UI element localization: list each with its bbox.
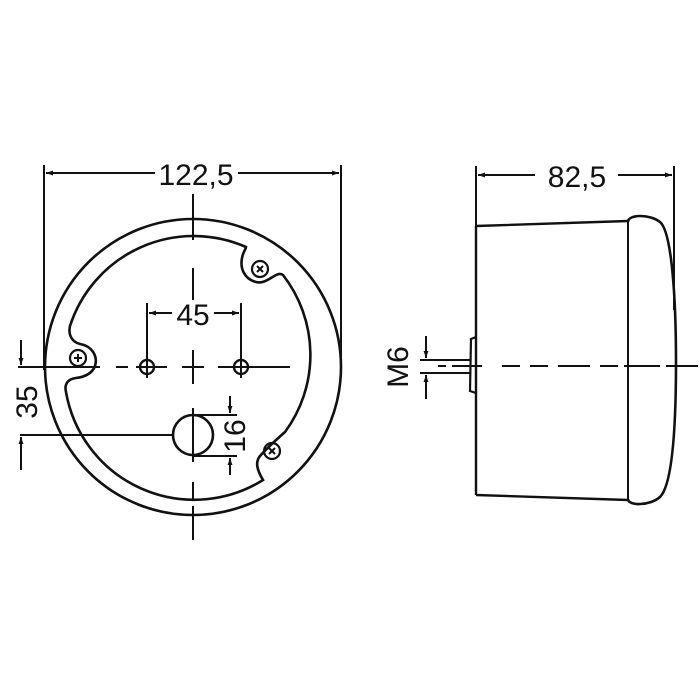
center-hole-dimension: 16 xyxy=(193,396,252,475)
center-hole xyxy=(171,408,215,462)
screw-left xyxy=(68,348,88,368)
hole-spacing-label: 45 xyxy=(176,299,209,332)
vertical-offset-dimension: 35 xyxy=(11,340,173,470)
center-hole-diameter-label: 16 xyxy=(219,419,252,452)
vertical-offset-label: 35 xyxy=(11,385,44,418)
inner-ring-contour xyxy=(64,234,312,502)
side-view: 82,5 M6 xyxy=(382,161,698,506)
overall-diameter-label: 122,5 xyxy=(158,159,233,192)
screw-top-right xyxy=(250,259,270,279)
housing-body-outline xyxy=(474,219,629,502)
screw-bottom-right xyxy=(262,441,282,461)
depth-dimension: 82,5 xyxy=(475,161,675,310)
overall-diameter-dimension: 122,5 xyxy=(43,159,342,370)
depth-label: 82,5 xyxy=(548,161,606,194)
thread-dimension: M6 xyxy=(382,336,430,399)
small-hole-right xyxy=(232,358,250,378)
lens-dome xyxy=(626,214,678,506)
small-hole-left xyxy=(138,358,156,378)
front-view: 122,5 xyxy=(11,159,343,540)
hole-spacing-dimension: 45 xyxy=(146,299,242,358)
thread-label: M6 xyxy=(382,346,415,388)
